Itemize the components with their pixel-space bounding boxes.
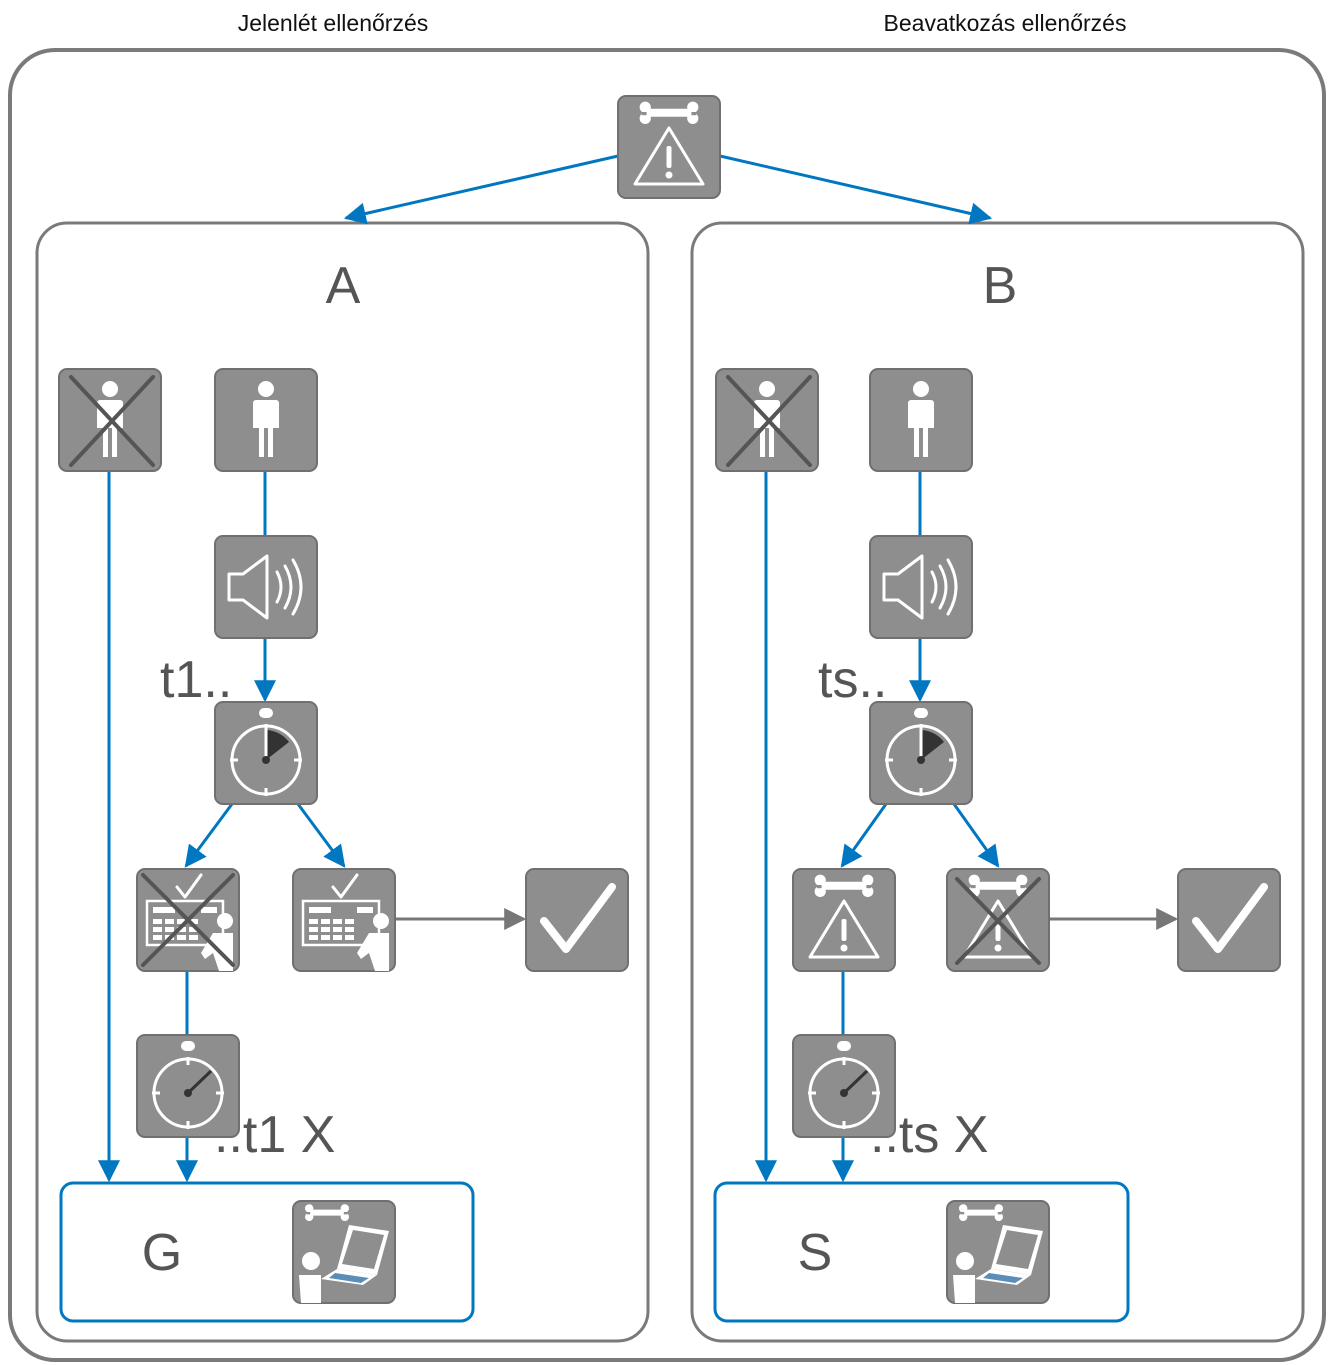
arrow-a-timer-to-keypad: [296, 803, 346, 868]
person-absent-icon: [716, 369, 818, 471]
panel-b-start-time: ts..: [818, 651, 887, 709]
keypad-operator-icon: [293, 869, 395, 971]
target-s-label: S: [798, 1224, 833, 1282]
timer-start-icon: [215, 702, 317, 804]
header-left: Jelenlét ellenőrzés: [238, 10, 429, 36]
checkmark-icon: [1178, 869, 1280, 971]
arrow-b-timer-to-warning-x: [952, 803, 1000, 868]
outer-frame: [8, 48, 1326, 1362]
arrow-b-timer-to-warning: [840, 803, 888, 868]
person-present-icon: [215, 369, 317, 471]
target-s-box: [713, 1181, 1130, 1323]
panel-a-start-time: t1..: [160, 651, 232, 709]
person-present-icon: [870, 369, 972, 471]
panel-a-end-time: ..t1 X: [214, 1106, 335, 1164]
arrow-a-timer-to-keypad-x: [184, 803, 234, 868]
maintenance-laptop-icon: [293, 1201, 395, 1303]
arrow-top-to-b: [719, 154, 993, 225]
checkmark-icon: [526, 869, 628, 971]
maintenance-laptop-icon: [947, 1201, 1049, 1303]
panel-a-label: A: [326, 257, 361, 315]
maintenance-warning-icon: [618, 96, 720, 198]
keypad-operator-crossed-icon: [137, 869, 239, 971]
timer-start-icon: [870, 702, 972, 804]
panel-a: [35, 221, 650, 1343]
maintenance-warning-crossed-icon: [947, 869, 1049, 971]
maintenance-warning-icon: [793, 869, 895, 971]
header-right: Beavatkozás ellenőrzés: [884, 10, 1127, 36]
panel-b-end-time: ..ts X: [870, 1106, 988, 1164]
person-absent-icon: [59, 369, 161, 471]
target-g-label: G: [142, 1224, 182, 1282]
speaker-alarm-icon: [215, 536, 317, 638]
arrow-top-to-a: [343, 154, 619, 225]
speaker-alarm-icon: [870, 536, 972, 638]
panel-b: [690, 221, 1305, 1343]
panel-b-label: B: [983, 257, 1018, 315]
target-g-box: [59, 1181, 475, 1323]
